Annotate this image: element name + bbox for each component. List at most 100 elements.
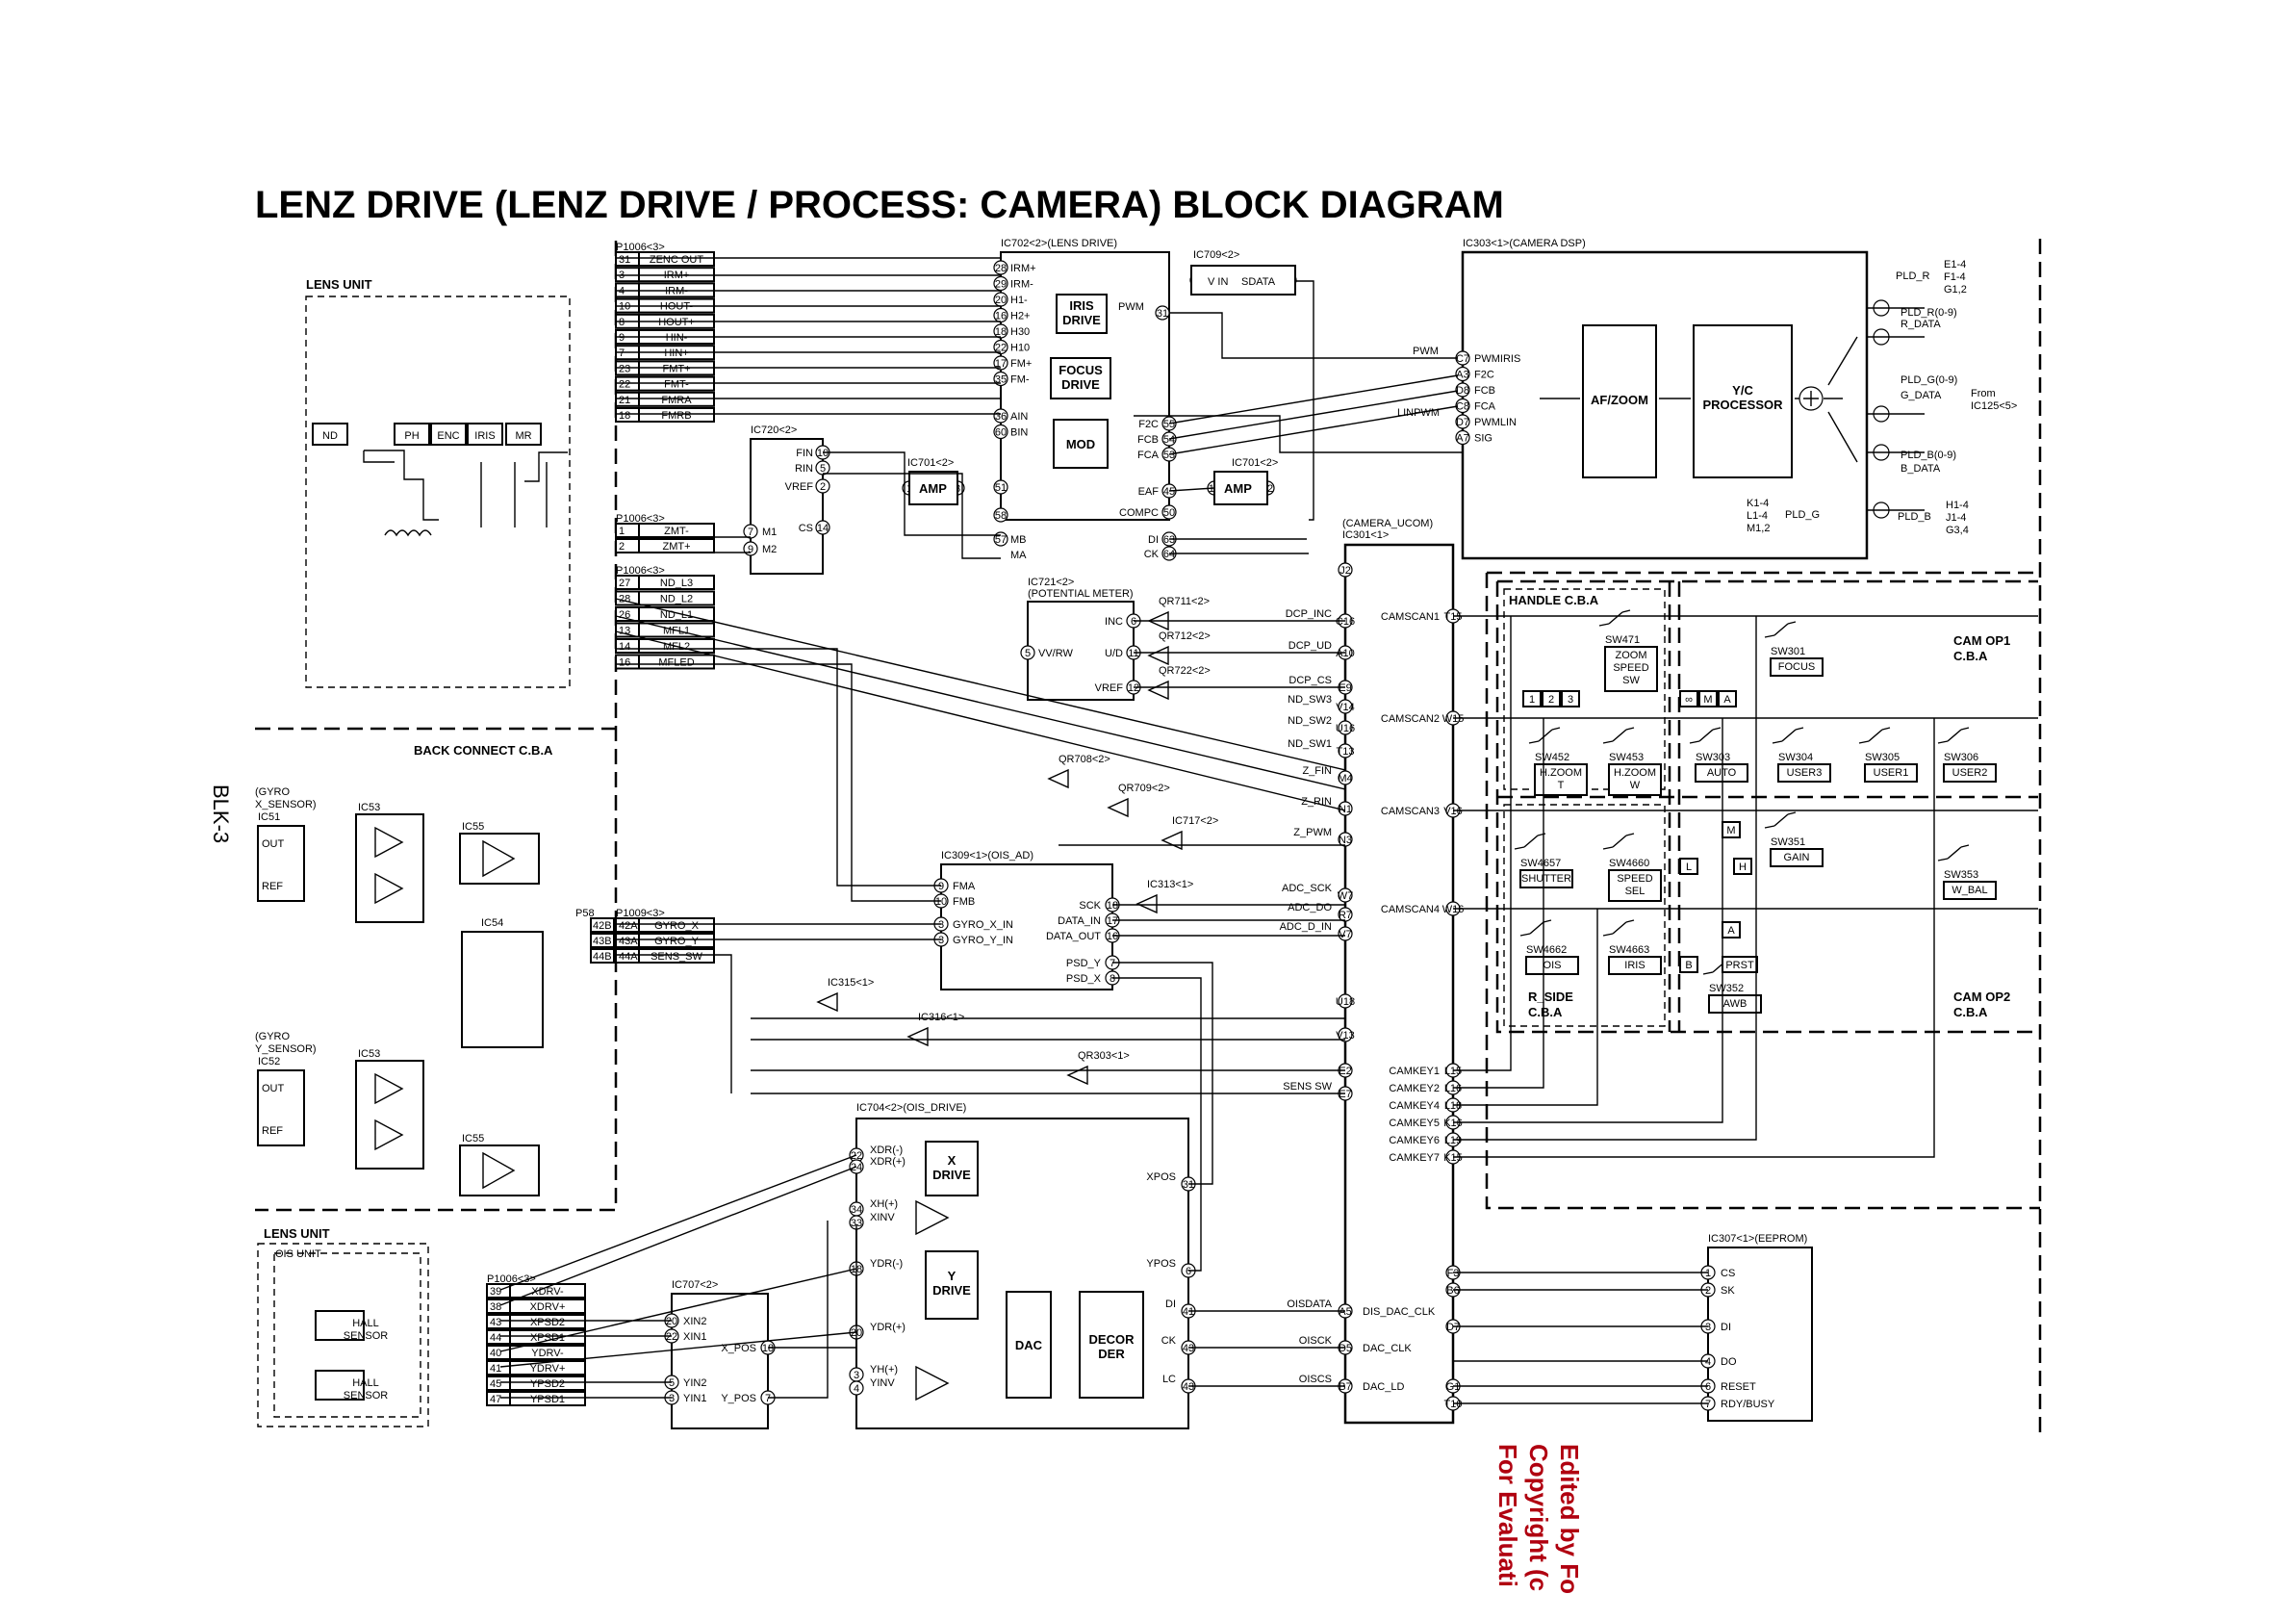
switch-contact-icon <box>1937 727 1970 744</box>
ic301-left-pin-num: D5 <box>1339 1343 1352 1354</box>
ic704-right-signal-line: DI <box>1165 1299 1176 1310</box>
ic721-sub: (POTENTIAL METER) <box>1028 588 1134 600</box>
ic309-right-signal: DATA_IN <box>1058 915 1101 927</box>
ic307-body <box>1707 1247 1813 1422</box>
connTop-signal: HOUT+ <box>658 317 695 328</box>
ic301-inner-signal-line: CAMSCAN2 <box>1381 713 1440 725</box>
pld-signal-line: PLD_G(0-9) <box>1901 374 1957 386</box>
ic301-dac-clk-line: DAC_CLK <box>1363 1343 1412 1354</box>
ic704-right-signal: YPOS <box>1146 1258 1176 1270</box>
ic721-signal: U/D <box>1105 648 1123 659</box>
gyro-ic52-line: IC52 <box>258 1056 280 1067</box>
connTop-signal: FMRB <box>661 410 691 422</box>
gyro-ic55-line: IC55 <box>462 821 484 833</box>
key-label: H <box>1739 861 1747 873</box>
lens-part-ph-label-line: PH <box>404 430 419 442</box>
connOis-pin-num-line: 38 <box>490 1301 501 1313</box>
ic702-signal: BIN <box>1010 427 1028 439</box>
inverter-icon <box>1147 680 1169 701</box>
ic303-pin-num: A7 <box>1456 433 1468 445</box>
ic709-sdata: SDATA <box>1241 276 1276 288</box>
switch-sw306-label: USER2 <box>1952 767 1988 779</box>
key-label: 1 <box>1529 694 1535 706</box>
ic301-left-pin-num: B7 <box>1339 1381 1351 1393</box>
ic720-signal: RIN <box>795 463 813 475</box>
ic720-pin-num: 5 <box>820 463 826 475</box>
ic707-signal: XIN2 <box>683 1316 706 1327</box>
connOis-pin-num-line: 39 <box>490 1286 501 1298</box>
ic702-right-signal-line: EAF <box>1138 486 1160 498</box>
connGyro-pin-num-line: 44A <box>619 951 638 963</box>
connZoom-signal: ZMT- <box>664 526 689 537</box>
ic301-dac-ld-line: DAC_LD <box>1363 1381 1404 1393</box>
gyro-y-ref-line: REF <box>262 1125 283 1137</box>
connOis-signal-line: YPSD2 <box>530 1378 565 1390</box>
ic301-left-signal-line: OISCS <box>1299 1374 1332 1385</box>
watermark: Edited by Fo Copyright (c For Evaluati <box>1493 1444 1584 1594</box>
connOis-pin-num-line: 45 <box>490 1378 501 1390</box>
ic301-inner-signal: CAMSCAN2 <box>1381 713 1440 725</box>
ic307-signal-line: RESET <box>1721 1381 1756 1393</box>
ic702-right-signal: EAF <box>1138 486 1160 498</box>
ic301-left-pin-num: A10 <box>1336 648 1355 659</box>
ic301-left-pin <box>1338 926 1353 941</box>
ic303-signal: SIG <box>1474 433 1492 445</box>
switch-sw4660-label-line: SPEED <box>1617 873 1652 885</box>
lens-part-mr-label-line: MR <box>515 430 531 442</box>
ic301-inner-signal-line: CAMSCAN1 <box>1381 611 1440 623</box>
connNd-signal: MFLED <box>658 657 694 669</box>
ic707-signal: YIN2 <box>683 1377 706 1389</box>
ic301-right-pin-num: B6 <box>1446 1285 1459 1297</box>
connTop-signal-box <box>638 391 715 407</box>
connTop-pin-num-line: 9 <box>619 332 625 344</box>
ic704-signal-line: YDR(+) <box>870 1322 906 1333</box>
ic702-pin <box>993 408 1008 424</box>
ic303-signal-line: PWMIRIS <box>1474 353 1520 365</box>
ic702-signal: H30 <box>1010 326 1030 338</box>
ic720-signal: VREF <box>785 481 814 493</box>
gyro-ic53: IC53 <box>358 1048 380 1060</box>
connTop-name-line: P1006<3> <box>616 242 665 253</box>
adder-plus <box>1803 391 1819 406</box>
ic309-right-signal: PSD_X <box>1066 973 1102 985</box>
ic301-left-pin-num: E7 <box>1339 1089 1351 1100</box>
ic301-inner-pin-num: L16 <box>1444 1083 1462 1094</box>
qr-labels: QR711<2>QR712<2>QR722<2>QR708<2>QR709<2>… <box>816 596 1218 1086</box>
ic702-ma: MA <box>1010 550 1027 561</box>
ic702-ma-line: MA <box>1010 550 1027 561</box>
ic303-signal: F2C <box>1474 370 1494 381</box>
connOis-pin-num: 47 <box>490 1394 501 1405</box>
ic721-signal: INC <box>1105 616 1123 628</box>
ic704-right-signal-line: LC <box>1162 1374 1176 1385</box>
lens-part-mr-label: MR <box>515 430 531 442</box>
ic702-name: IC702<2>(LENS DRIVE) <box>1001 238 1117 249</box>
connOis-pin-num: 40 <box>490 1348 501 1359</box>
pld-signal-line: PLD_G <box>1785 509 1820 521</box>
key-label-line: M <box>1703 694 1712 706</box>
connGyro-pin-a-line: 44B <box>593 951 612 963</box>
ic301-left-signal: DCP_UD <box>1288 640 1332 652</box>
switch-sw471-label-line: ZOOM <box>1616 650 1647 661</box>
ic720-m1-pin-num: 7 <box>748 527 753 538</box>
afzoom-block <box>1582 324 1657 478</box>
ic702-right-signal-line: CK <box>1144 549 1160 560</box>
switch-sw4660-box <box>1608 869 1662 902</box>
key-label-line: 3 <box>1568 694 1573 706</box>
ic702-pin <box>993 339 1008 355</box>
ic301-left-pin <box>1338 770 1353 785</box>
ic702-pin <box>993 424 1008 440</box>
switch-sw301-id: SW301 <box>1771 646 1805 657</box>
ic301-name: (CAMERA_UCOM) <box>1342 518 1433 529</box>
gyro-ic55: IC55 <box>462 821 484 833</box>
switch-contact-icon <box>1772 727 1804 744</box>
ic721-pin-num: 11 <box>1128 648 1138 659</box>
ic309-right-pin-num: 17 <box>1107 915 1118 927</box>
connGyro-signal-line: GYRO_X <box>654 920 700 932</box>
ic309-pin-num: 10 <box>935 896 947 908</box>
connOis-signal: YDRV- <box>531 1348 564 1359</box>
ic307-signal: DI <box>1721 1322 1731 1333</box>
ic309-right-signal: DATA_OUT <box>1046 931 1101 942</box>
ic707-signal-line: XIN2 <box>683 1316 706 1327</box>
